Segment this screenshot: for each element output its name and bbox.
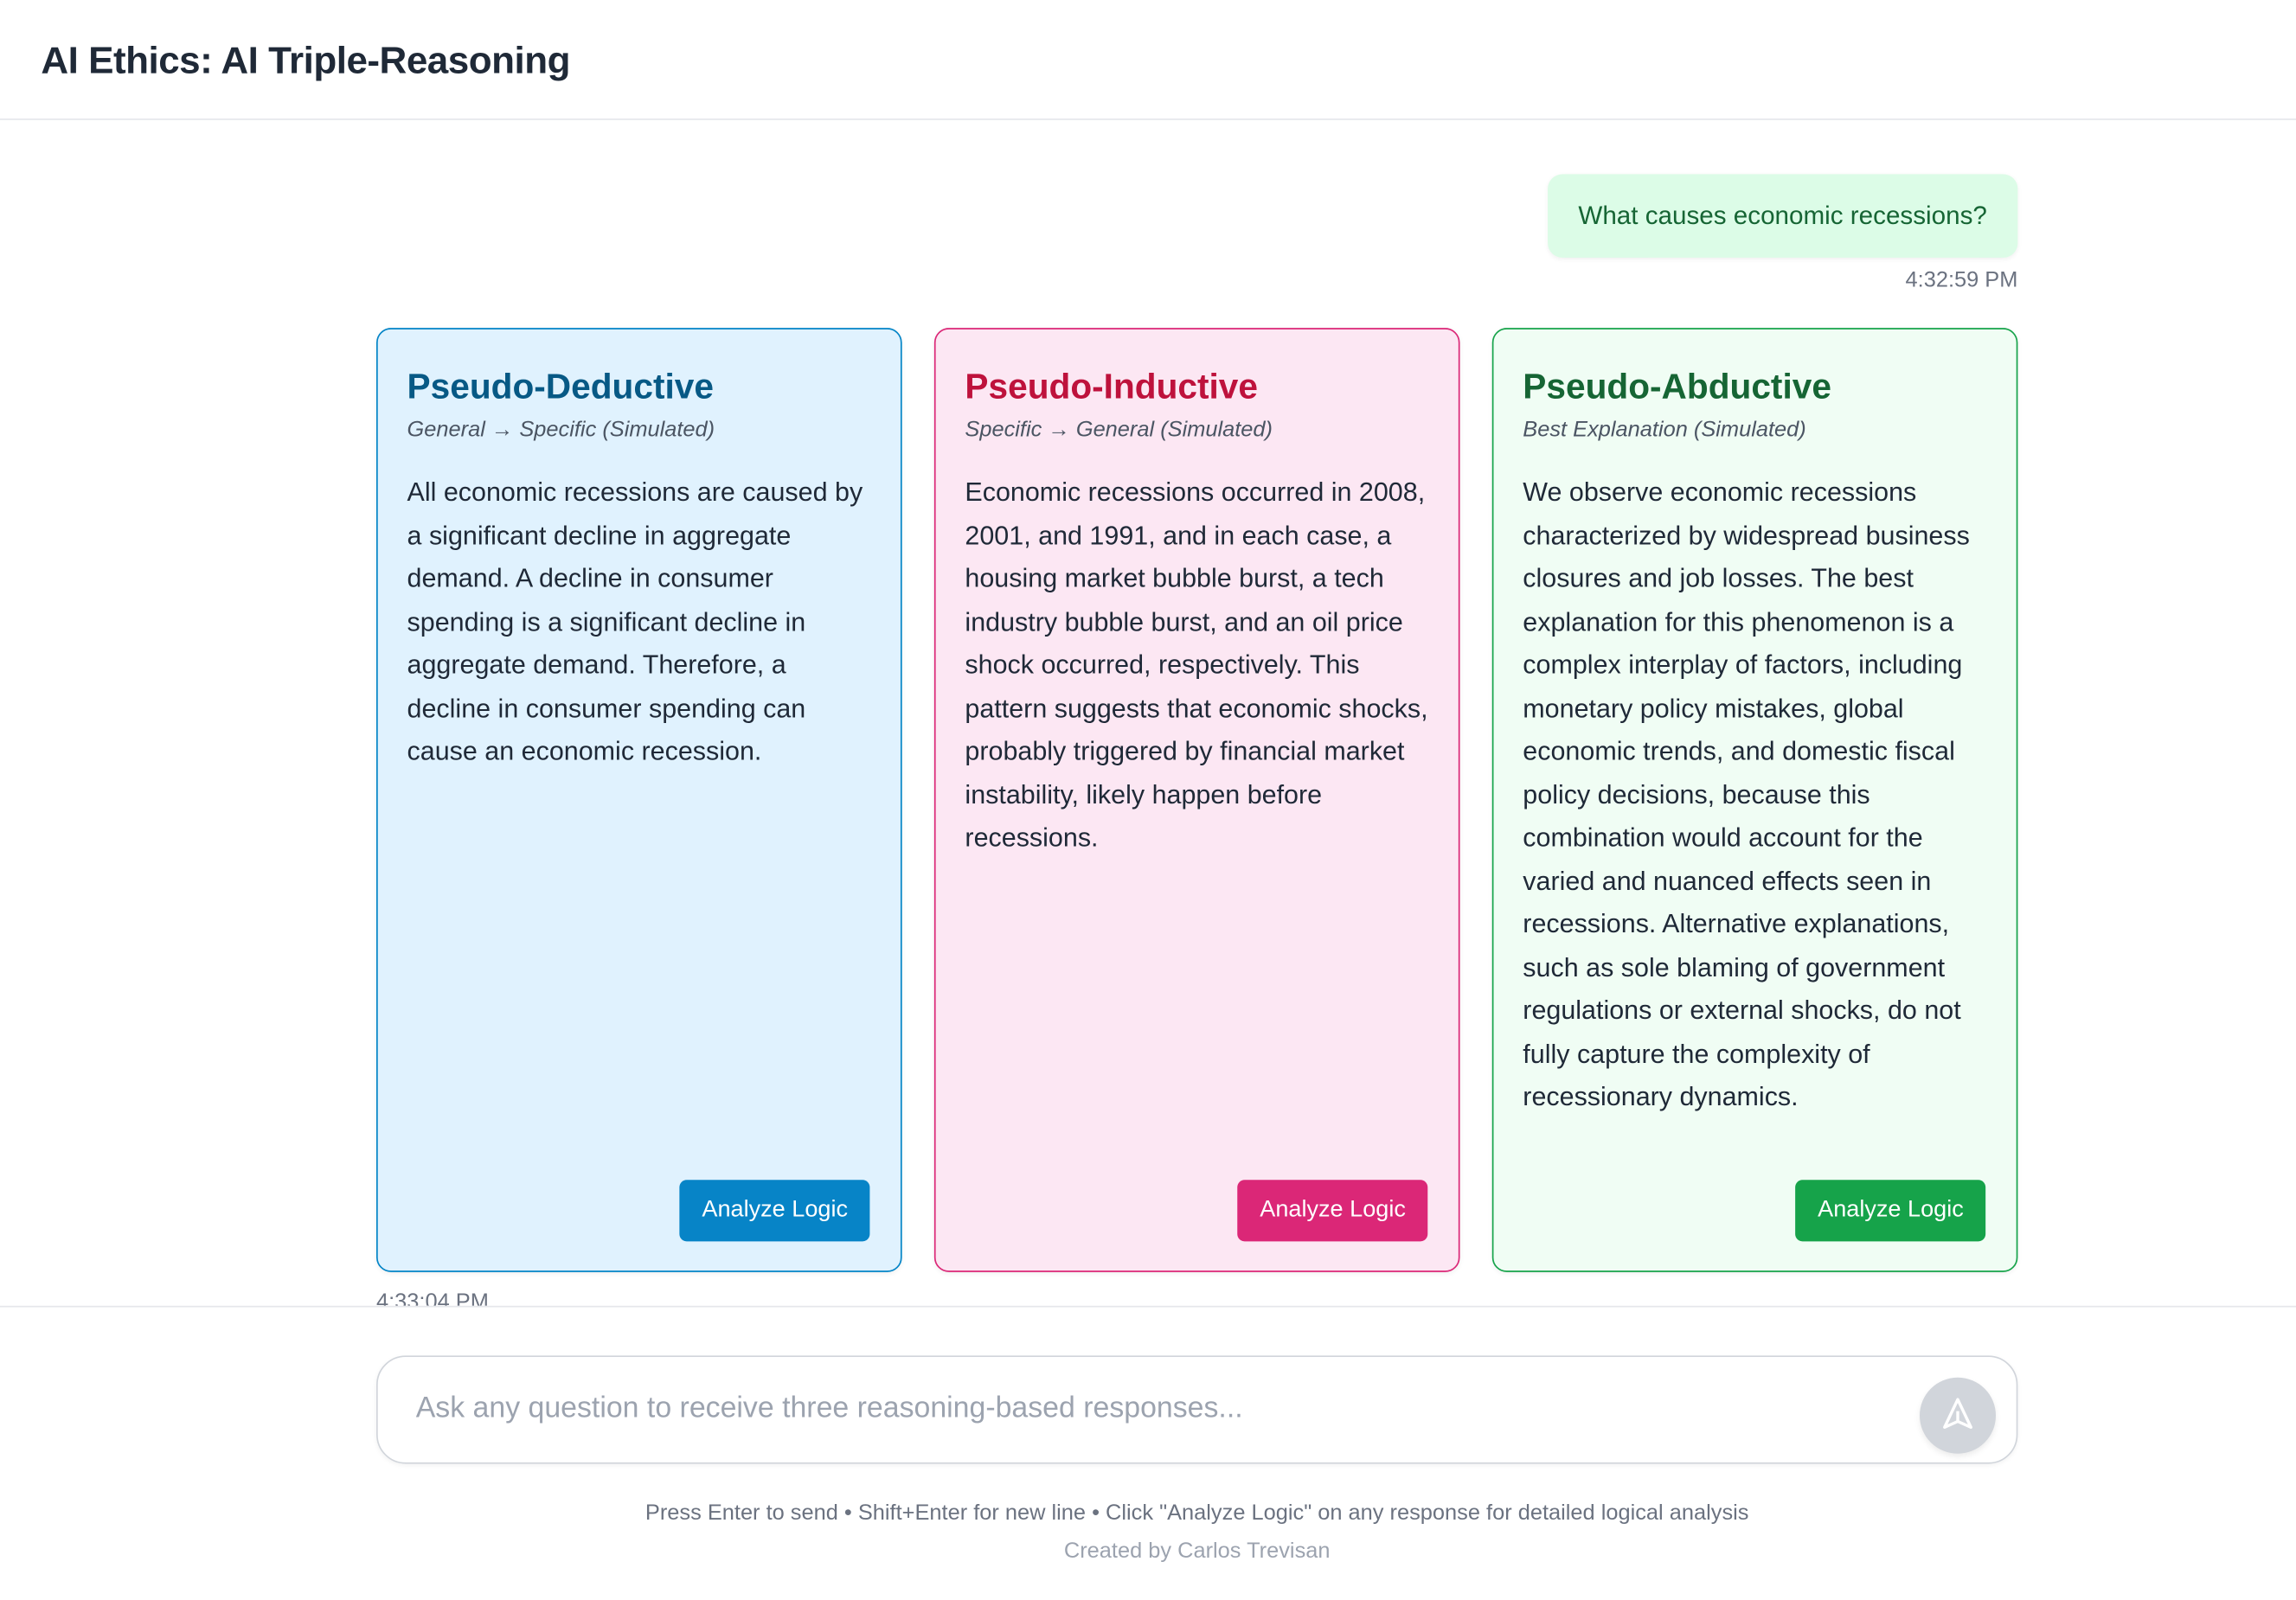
composer xyxy=(375,1355,2018,1464)
card-title: Pseudo-Inductive xyxy=(965,367,1258,407)
card-subtitle: Specific → General (Simulated) xyxy=(965,417,1273,443)
user-message-timestamp: 4:32:59 PM xyxy=(1905,267,2018,293)
card-subtitle: General → Specific (Simulated) xyxy=(407,417,715,443)
keyboard-hint: Press Enter to send • Shift+Enter for ne… xyxy=(645,1500,1749,1526)
analyze-logic-button[interactable]: Analyze Logic xyxy=(1237,1180,1428,1242)
deductive-card: Pseudo-Deductive General → Specific (Sim… xyxy=(375,328,902,1272)
user-message: What causes economic recessions? xyxy=(1547,174,2018,258)
card-title: Pseudo-Deductive xyxy=(407,367,714,407)
card-body: Economic recessions occurred in 2008, 20… xyxy=(965,477,1428,853)
inductive-card: Pseudo-Inductive Specific → General (Sim… xyxy=(933,328,1460,1272)
card-body: We observe economic recessions character… xyxy=(1523,477,1970,1111)
analyze-logic-button[interactable]: Analyze Logic xyxy=(680,1180,870,1242)
abductive-card: Pseudo-Abductive Best Explanation (Simul… xyxy=(1491,328,2018,1272)
app-header: AI Ethics: AI Triple-Reasoning xyxy=(0,0,2296,120)
card-body: All economic recessions are caused by a … xyxy=(407,477,863,766)
response-timestamp: 4:33:04 PM xyxy=(375,1290,489,1306)
page-title: AI Ethics: AI Triple-Reasoning xyxy=(41,38,570,82)
composer-area: Press Enter to send • Shift+Enter for ne… xyxy=(0,1305,2296,1600)
question-input[interactable] xyxy=(415,1357,1910,1462)
credit: Created by Carlos Trevisan xyxy=(1063,1538,1331,1564)
card-subtitle: Best Explanation (Simulated) xyxy=(1523,417,1806,443)
card-title: Pseudo-Abductive xyxy=(1523,367,1831,407)
chat-area[interactable]: What causes economic recessions? 4:32:59… xyxy=(0,121,2296,1306)
analyze-logic-button[interactable]: Analyze Logic xyxy=(1795,1180,1986,1242)
send-icon xyxy=(1940,1396,1976,1436)
send-button[interactable] xyxy=(1919,1377,1997,1454)
